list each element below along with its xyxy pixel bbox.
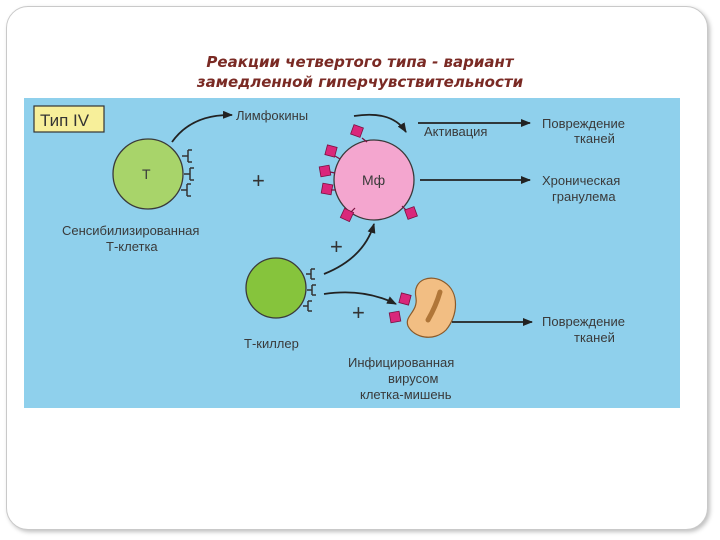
diagram-svg: Тип IV Т Сенсибилизированная Т-клетка Ли… — [33, 105, 625, 402]
infected-line-2: вирусом — [388, 371, 438, 386]
macrophage-stubs — [329, 137, 407, 213]
sensitized-line-2: Т-клетка — [106, 239, 158, 254]
sensitized-line-1: Сенсибилизированная — [62, 223, 199, 238]
title-line-1: Реакции четвертого типа - вариант — [206, 53, 514, 71]
plus-2: + — [330, 234, 343, 259]
damage2-line-1: Повреждение — [542, 314, 625, 329]
arrow-lymph-to-activation — [353, 113, 407, 133]
arrow-killer-to-macrophage — [323, 223, 376, 275]
infected-markers — [388, 292, 412, 324]
arrow-killer-to-infected — [323, 291, 397, 305]
macrophage — [333, 139, 415, 221]
slide-title: Реакции четвертого типа - вариант замедл… — [0, 52, 720, 92]
t-killer-cell — [245, 257, 307, 319]
t-killer-receptors — [303, 268, 316, 312]
t-cell-label: Т — [142, 166, 151, 182]
macrophage-markers — [318, 124, 418, 223]
type-label: Тип IV — [40, 111, 90, 130]
activation-label: Активация — [424, 124, 487, 139]
infected-line-3: клетка-мишень — [360, 387, 452, 402]
diagram-panel: Тип IV Т Сенсибилизированная Т-клетка Ли… — [24, 98, 680, 408]
arrow-to-lymphokines — [171, 110, 233, 143]
chronic-line-2: гранулема — [552, 189, 616, 204]
infected-cell — [406, 277, 457, 338]
type-label-box — [33, 105, 105, 133]
plus-3: + — [352, 300, 365, 325]
title-line-2: замедленной гиперчувствительности — [196, 73, 524, 91]
damage2-line-2: тканей — [574, 330, 615, 345]
t-cell — [112, 138, 184, 210]
infected-nucleus — [425, 289, 443, 323]
chronic-line-1: Хроническая — [542, 173, 620, 188]
macrophage-label: Мф — [362, 172, 385, 188]
infected-line-1: Инфицированная — [348, 355, 454, 370]
t-cell-receptors — [181, 149, 194, 197]
lymphokines-label: Лимфокины — [236, 108, 308, 123]
damage1-line-2: тканей — [574, 131, 615, 146]
plus-1: + — [252, 168, 265, 193]
damage1-line-1: Повреждение — [542, 116, 625, 131]
killer-label: Т-киллер — [244, 336, 299, 351]
